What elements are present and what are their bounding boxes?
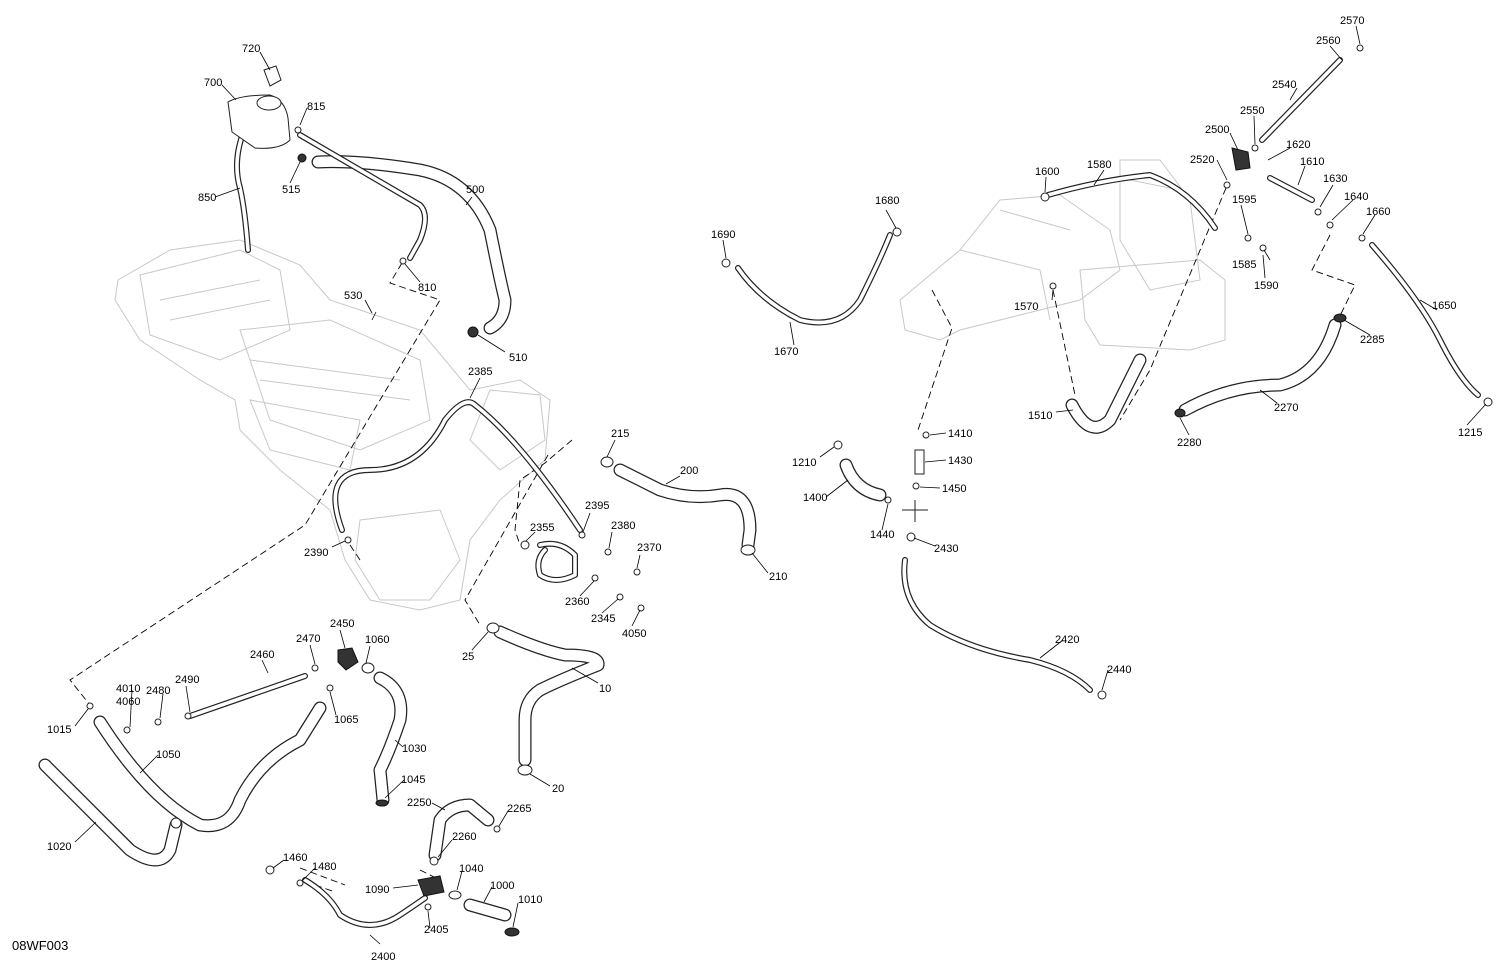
callout-10: 10 <box>599 683 611 695</box>
callout-1210: 1210 <box>792 457 816 469</box>
callout-1510: 1510 <box>1028 410 1052 422</box>
leader-lines <box>74 25 1487 945</box>
routing-dashes <box>69 187 1356 893</box>
diagram-code: 08WF003 <box>12 938 69 953</box>
callout-1040: 1040 <box>459 863 483 875</box>
callout-2380: 2380 <box>611 520 635 532</box>
callout-1440: 1440 <box>870 529 894 541</box>
callout-2560: 2560 <box>1316 35 1340 47</box>
callout-1480: 1480 <box>312 861 336 873</box>
callout-515: 515 <box>282 184 300 196</box>
callout-2420: 2420 <box>1055 634 1079 646</box>
callout-25: 25 <box>462 651 474 663</box>
callout-2540: 2540 <box>1272 79 1296 91</box>
callout-1015: 1015 <box>47 724 71 736</box>
callout-2360: 2360 <box>565 596 589 608</box>
callout-1595: 1595 <box>1232 194 1256 206</box>
exhaust-ghost <box>899 159 1226 351</box>
callout-1630: 1630 <box>1323 173 1347 185</box>
callout-510: 510 <box>509 352 527 364</box>
callout-1215: 1215 <box>1458 427 1482 439</box>
callout-1410: 1410 <box>948 428 972 440</box>
callout-810: 810 <box>418 282 436 294</box>
callout-2260: 2260 <box>452 831 476 843</box>
callout-2550: 2550 <box>1240 105 1264 117</box>
callout-720: 720 <box>242 43 260 55</box>
callout-1580: 1580 <box>1087 159 1111 171</box>
callout-2285: 2285 <box>1360 334 1384 346</box>
callout-700: 700 <box>204 77 222 89</box>
callout-1045: 1045 <box>401 774 425 786</box>
callout-1090: 1090 <box>365 884 389 896</box>
callout-2470: 2470 <box>296 633 320 645</box>
callout-1460: 1460 <box>283 852 307 864</box>
callout-2450: 2450 <box>330 618 354 630</box>
callout-2355: 2355 <box>530 522 554 534</box>
callout-2270: 2270 <box>1274 402 1298 414</box>
callout-2430: 2430 <box>934 543 958 555</box>
callout-1010: 1010 <box>518 894 542 906</box>
callout-1640: 1640 <box>1344 191 1368 203</box>
callout-2250: 2250 <box>407 797 431 809</box>
callout-1660: 1660 <box>1366 206 1390 218</box>
callout-1690: 1690 <box>711 229 735 241</box>
callout-1590: 1590 <box>1254 280 1278 292</box>
callout-2265: 2265 <box>507 803 531 815</box>
callout-1600: 1600 <box>1035 166 1059 178</box>
callout-1050: 1050 <box>156 749 180 761</box>
callout-500: 500 <box>466 184 484 196</box>
callout-2570: 2570 <box>1340 15 1364 27</box>
callout-1030: 1030 <box>402 743 426 755</box>
callout-2460: 2460 <box>250 649 274 661</box>
hoses <box>38 57 1481 928</box>
callout-1065: 1065 <box>334 714 358 726</box>
callout-200: 200 <box>680 465 698 477</box>
callout-4050: 4050 <box>622 628 646 640</box>
callout-2520: 2520 <box>1190 154 1214 166</box>
callout-2385: 2385 <box>468 366 492 378</box>
callout-1620: 1620 <box>1286 139 1310 151</box>
callout-1020: 1020 <box>47 841 71 853</box>
callout-1450: 1450 <box>942 483 966 495</box>
callout-210: 210 <box>769 571 787 583</box>
callout-530: 530 <box>344 290 362 302</box>
callout-2480: 2480 <box>146 685 170 697</box>
callout-4060: 4060 <box>116 696 140 708</box>
callout-2345: 2345 <box>591 613 615 625</box>
callout-4010: 4010 <box>116 683 140 695</box>
callout-850: 850 <box>198 192 216 204</box>
callout-20: 20 <box>552 783 564 795</box>
callout-2400: 2400 <box>371 951 395 963</box>
callout-2405: 2405 <box>424 924 448 936</box>
callout-2440: 2440 <box>1107 664 1131 676</box>
engine-ghost <box>114 239 551 611</box>
callout-1400: 1400 <box>803 492 827 504</box>
callout-215: 215 <box>611 428 629 440</box>
callout-1650: 1650 <box>1432 300 1456 312</box>
callout-2395: 2395 <box>585 500 609 512</box>
callout-815: 815 <box>307 101 325 113</box>
callout-2280: 2280 <box>1177 437 1201 449</box>
callout-2500: 2500 <box>1205 124 1229 136</box>
callout-labels: 720 700 815 515 850 500 810 530 510 2385… <box>47 15 1482 963</box>
callout-1430: 1430 <box>948 455 972 467</box>
callout-1570: 1570 <box>1014 301 1038 313</box>
components <box>86 44 1493 937</box>
callout-2370: 2370 <box>637 542 661 554</box>
callout-2490: 2490 <box>175 674 199 686</box>
callout-1610: 1610 <box>1300 156 1324 168</box>
callout-1670: 1670 <box>774 346 798 358</box>
callout-1000: 1000 <box>490 880 514 892</box>
callout-1585: 1585 <box>1232 259 1256 271</box>
callout-1060: 1060 <box>365 634 389 646</box>
callout-2390: 2390 <box>304 547 328 559</box>
callout-1680: 1680 <box>875 195 899 207</box>
